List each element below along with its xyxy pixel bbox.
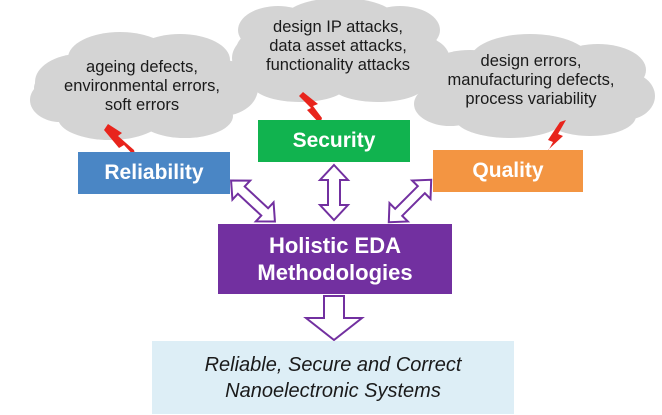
- cloud-reliability-line-1: ageing defects,: [86, 58, 198, 76]
- lightning-bolt-reliability-icon: [104, 124, 136, 158]
- cloud-security-line-3: functionality attacks: [266, 56, 410, 74]
- lightning-bolt-quality-icon: [543, 120, 566, 160]
- holistic-eda-box: Holistic EDA Methodologies: [218, 224, 452, 294]
- holistic-label-line-1: Holistic EDA: [268, 233, 402, 258]
- result-line-1: Reliable, Secure and Correct: [204, 353, 462, 376]
- reliability-box: Reliability: [78, 152, 230, 194]
- result-box: [152, 341, 514, 414]
- cloud-quality-text: design errors, manufacturing defects, pr…: [420, 52, 642, 109]
- cloud-reliability-line-2: environmental errors,: [64, 77, 220, 95]
- security-label: Security: [292, 129, 376, 152]
- holistic-result-down-arrow: [303, 295, 365, 342]
- cloud-security-line-1: design IP attacks,: [273, 18, 403, 36]
- holistic-label-line-2: Methodologies: [257, 260, 413, 285]
- reliability-holistic-double-arrow: [229, 179, 277, 223]
- quality-label: Quality: [472, 159, 544, 182]
- cloud-reliability: [30, 32, 258, 140]
- security-box: Security: [258, 120, 410, 162]
- cloud-reliability-line-3: soft errors: [104, 96, 180, 114]
- cloud-quality-line-2: manufacturing defects,: [447, 71, 615, 89]
- cloud-quality: [414, 34, 655, 138]
- cloud-security-line-2: data asset attacks,: [269, 37, 407, 55]
- result-line-2: Nanoelectronic Systems: [225, 379, 441, 402]
- cloud-security: [232, 0, 450, 102]
- cloud-reliability-text: ageing defects, environmental errors, so…: [42, 58, 242, 115]
- quality-box: Quality: [433, 150, 583, 192]
- reliability-label: Reliability: [104, 161, 204, 184]
- security-holistic-double-arrow: [317, 163, 351, 222]
- cloud-quality-line-1: design errors,: [480, 52, 582, 70]
- result-text: Reliable, Secure and Correct Nanoelectro…: [152, 341, 514, 414]
- quality-holistic-double-arrow: [387, 178, 433, 224]
- cloud-security-text: design IP attacks, data asset attacks, f…: [240, 18, 436, 75]
- cloud-quality-line-3: process variability: [465, 90, 597, 108]
- lightning-bolt-security-icon: [299, 92, 322, 124]
